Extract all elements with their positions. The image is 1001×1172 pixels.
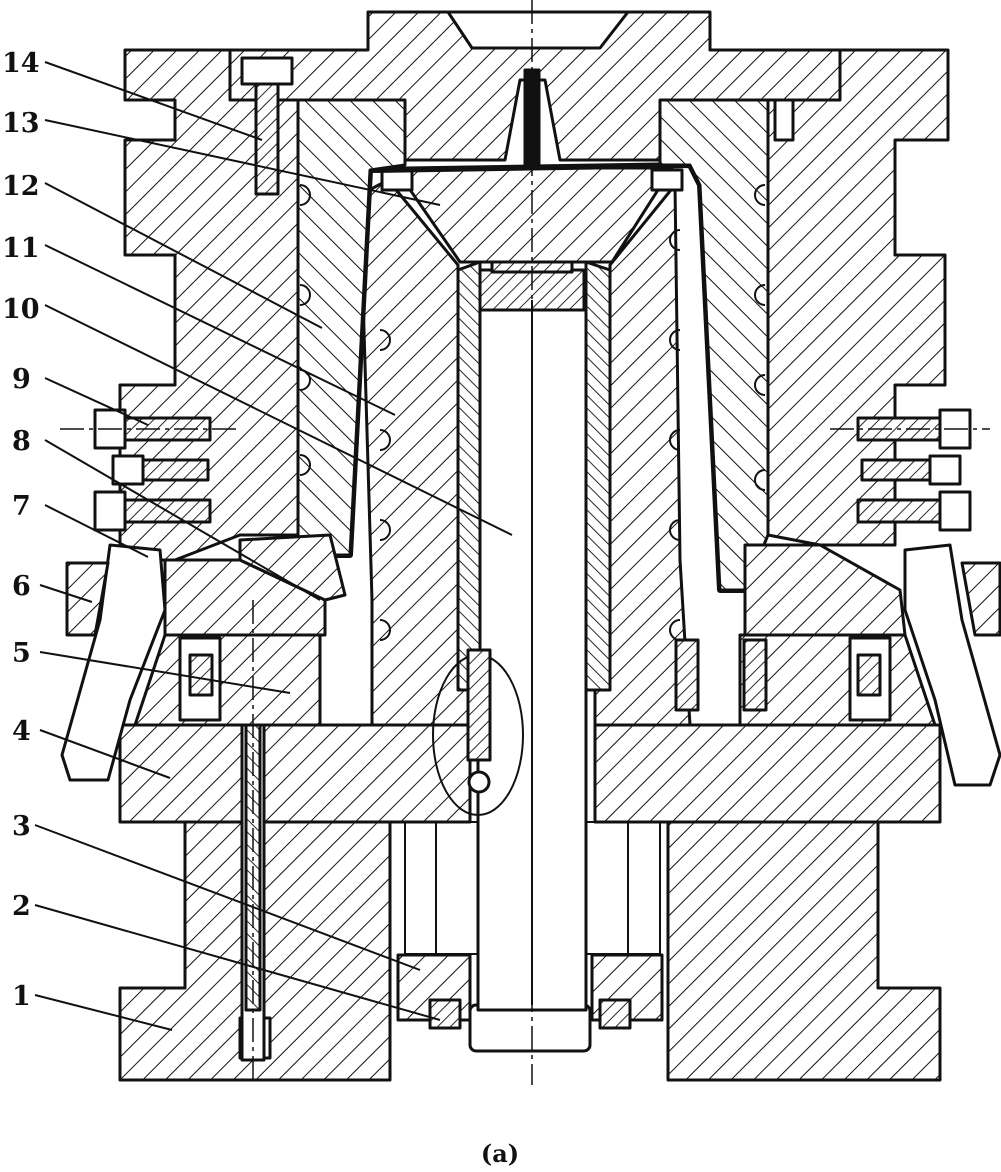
callout-12: 12 [2,171,40,202]
leader-11 [44,244,396,416]
leader-9 [44,377,149,426]
callout-11: 11 [2,233,40,264]
part-6-side-block [65,561,1001,637]
leader-14 [44,61,263,141]
leader-8 [44,439,321,601]
callout-8: 8 [12,426,31,457]
callout-4: 4 [12,716,31,747]
callout-7: 7 [12,491,31,522]
leader-6 [39,584,93,603]
part-2-3-bottom-nut [396,953,664,1053]
callout-6: 6 [12,571,31,602]
part-14-cap-screw [240,56,795,196]
leader-5 [39,651,291,694]
callout-labels: 14 13 12 11 10 9 8 7 6 5 4 3 2 1 [2,48,40,1012]
part-7-swing-arm [60,543,1001,787]
leader-3 [34,824,421,971]
leader-lines [34,61,513,1031]
figure-caption: (a) [481,1139,519,1168]
callout-9: 9 [12,364,31,395]
callout-5: 5 [12,638,31,669]
callout-1: 1 [12,981,31,1012]
part-5-ejector-plate [133,633,937,727]
callout-13: 13 [2,108,40,139]
detail-circle [432,648,524,816]
callout-10: 10 [2,294,40,325]
leader-12 [44,182,323,329]
leader-13 [44,119,441,206]
leader-10 [44,304,513,536]
leader-4 [39,729,171,779]
leader-2 [34,904,441,1021]
leader-1 [34,994,173,1031]
callout-2: 2 [12,891,31,922]
callout-14: 14 [2,48,40,79]
callout-3: 3 [12,811,31,842]
leader-7 [44,504,149,558]
part-4-lower-plate [118,638,942,1062]
part-13-punch-head [380,166,684,264]
part-12-die-insert [358,178,692,727]
clamp-block [163,533,907,637]
